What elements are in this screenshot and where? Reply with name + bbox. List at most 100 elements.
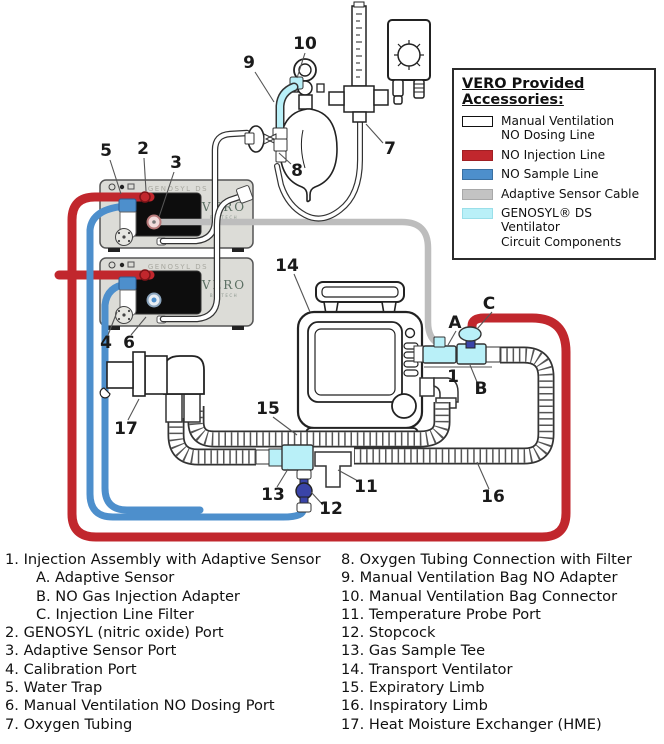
hme-clip	[99, 387, 111, 399]
callout-8: 8	[291, 161, 303, 181]
temperature-probe-port	[314, 451, 352, 488]
callout-C: C	[482, 294, 496, 314]
brand-text: VĒRO	[201, 277, 246, 292]
transport-ventilator	[296, 281, 424, 446]
parts-list-item: 7. Oxygen Tubing	[5, 715, 133, 733]
oxygen-connection-port	[275, 150, 287, 163]
legend-item-label: NO Injection Line	[501, 147, 606, 162]
assembly-connector	[485, 346, 501, 363]
leader-lines	[107, 52, 493, 506]
water-trap	[118, 198, 137, 213]
parts-list-item: 8. Oxygen Tubing Connection with Filter	[341, 551, 632, 568]
callout-14: 14	[275, 256, 299, 276]
parts-list-item: 5. Water Trap	[5, 679, 103, 697]
device-1-ports	[115, 191, 167, 246]
loose-dosing-connector	[236, 185, 254, 204]
panel-icon	[127, 261, 135, 268]
parts-list-item: 1. Injection Assembly with Adaptive Sens…	[5, 551, 321, 568]
sensor-cable-socket	[433, 336, 446, 348]
manual-ventilation-bag	[279, 58, 338, 203]
bag-no-adapter	[272, 76, 304, 140]
parts-list-item: 9. Manual Ventilation Bag NO Adapter	[341, 569, 618, 587]
callout-2: 2	[137, 139, 149, 159]
legend-item: NO Injection Line	[462, 148, 647, 162]
heat-moisture-exchanger	[99, 351, 205, 399]
oxygen-filter-assembly	[244, 125, 288, 163]
power-icon	[108, 261, 116, 269]
parts-list-item: 15. Expiratory Limb	[341, 679, 485, 697]
callout-3: 3	[170, 153, 182, 173]
circuit-diagram: GENOSYL DS VĒRO BIOTECH GENOSYL DS VĒRO …	[54, 1, 571, 542]
brand-sub-text: BIOTECH	[210, 293, 238, 298]
genosyl-no-port	[139, 191, 151, 203]
parts-list-item: 4. Calibration Port	[5, 660, 137, 678]
device-model-text: GENOSYL DS	[148, 185, 208, 193]
bag-body	[279, 108, 338, 203]
parts-list-item: 14. Transport Ventilator	[341, 660, 513, 678]
panel-icon	[127, 183, 135, 190]
injection-line-filter-C	[458, 326, 482, 342]
callout-5: 5	[100, 141, 112, 161]
oxygen-blender	[387, 19, 431, 105]
injection-assembly	[422, 326, 501, 368]
adaptive-sensor-A	[422, 345, 457, 364]
device-model-text: GENOSYL DS	[148, 263, 208, 271]
legend-swatch	[462, 188, 493, 200]
parts-list-item: 2. GENOSYL (nitric oxide) Port	[5, 624, 224, 642]
no-sample-line-1	[86, 202, 307, 521]
genosyl-no-port	[139, 269, 151, 281]
no-dosing-line-1	[159, 129, 251, 245]
callout-B: B	[474, 379, 488, 399]
callout-4: 4	[100, 333, 112, 353]
hme-body	[144, 355, 168, 395]
gas-sample-tee	[255, 444, 314, 471]
callout-12: 12	[319, 499, 343, 519]
no-sample-line-2	[101, 280, 204, 514]
callout-13: 13	[261, 485, 285, 505]
parts-list-item: 17. Heat Moisture Exchanger (HME)	[341, 715, 602, 733]
indicator-dot	[119, 184, 125, 190]
brand-sub-text: BIOTECH	[210, 215, 238, 220]
water-trap	[118, 276, 137, 291]
legend-item-label: NO Sample Line	[501, 167, 599, 182]
parts-list-item: 13. Gas Sample Tee	[341, 642, 486, 660]
legend-swatch	[462, 169, 493, 181]
parts-list-item: C. Injection Line Filter	[36, 605, 194, 623]
legend-swatch	[462, 149, 493, 161]
blender-dial	[397, 43, 421, 67]
parts-list-left: 1. Injection Assembly with Adaptive Sens…	[5, 551, 335, 734]
stopcock	[295, 469, 313, 513]
oxygen-flowmeter	[328, 1, 389, 123]
wye-connectors	[165, 393, 201, 423]
legend-item: NO Sample Line	[462, 167, 647, 181]
parts-list-item: 3. Adaptive Sensor Port	[5, 642, 177, 660]
callout-9: 9	[243, 53, 255, 73]
no-dosing-line-2	[159, 185, 254, 323]
parts-list-item: 12. Stopcock	[341, 624, 436, 642]
callout-10: 10	[293, 34, 317, 54]
callout-17: 17	[114, 419, 138, 439]
power-icon	[108, 183, 116, 191]
legend-swatch	[462, 207, 493, 219]
callout-16: 16	[481, 487, 505, 507]
parts-list-item: 10. Manual Ventilation Bag Connector	[341, 587, 618, 605]
hme-elbow	[163, 355, 205, 395]
no-injection-line-1	[67, 192, 571, 542]
parts-list-item: 6. Manual Ventilation NO Dosing Port	[5, 697, 275, 715]
parts-list-item: B. NO Gas Injection Adapter	[36, 587, 240, 605]
callout-7: 7	[384, 139, 396, 159]
indicator-dot	[119, 262, 125, 268]
no-adapter-elbow-9	[277, 84, 297, 133]
legend-item-label: Adaptive Sensor Cable	[501, 186, 640, 201]
oxygen-tubing	[274, 120, 363, 222]
legend-box: VERO Provided Accessories: Manual Ventil…	[452, 68, 656, 261]
legend-title: VERO Provided Accessories:	[462, 76, 585, 108]
callout-6: 6	[123, 333, 135, 353]
